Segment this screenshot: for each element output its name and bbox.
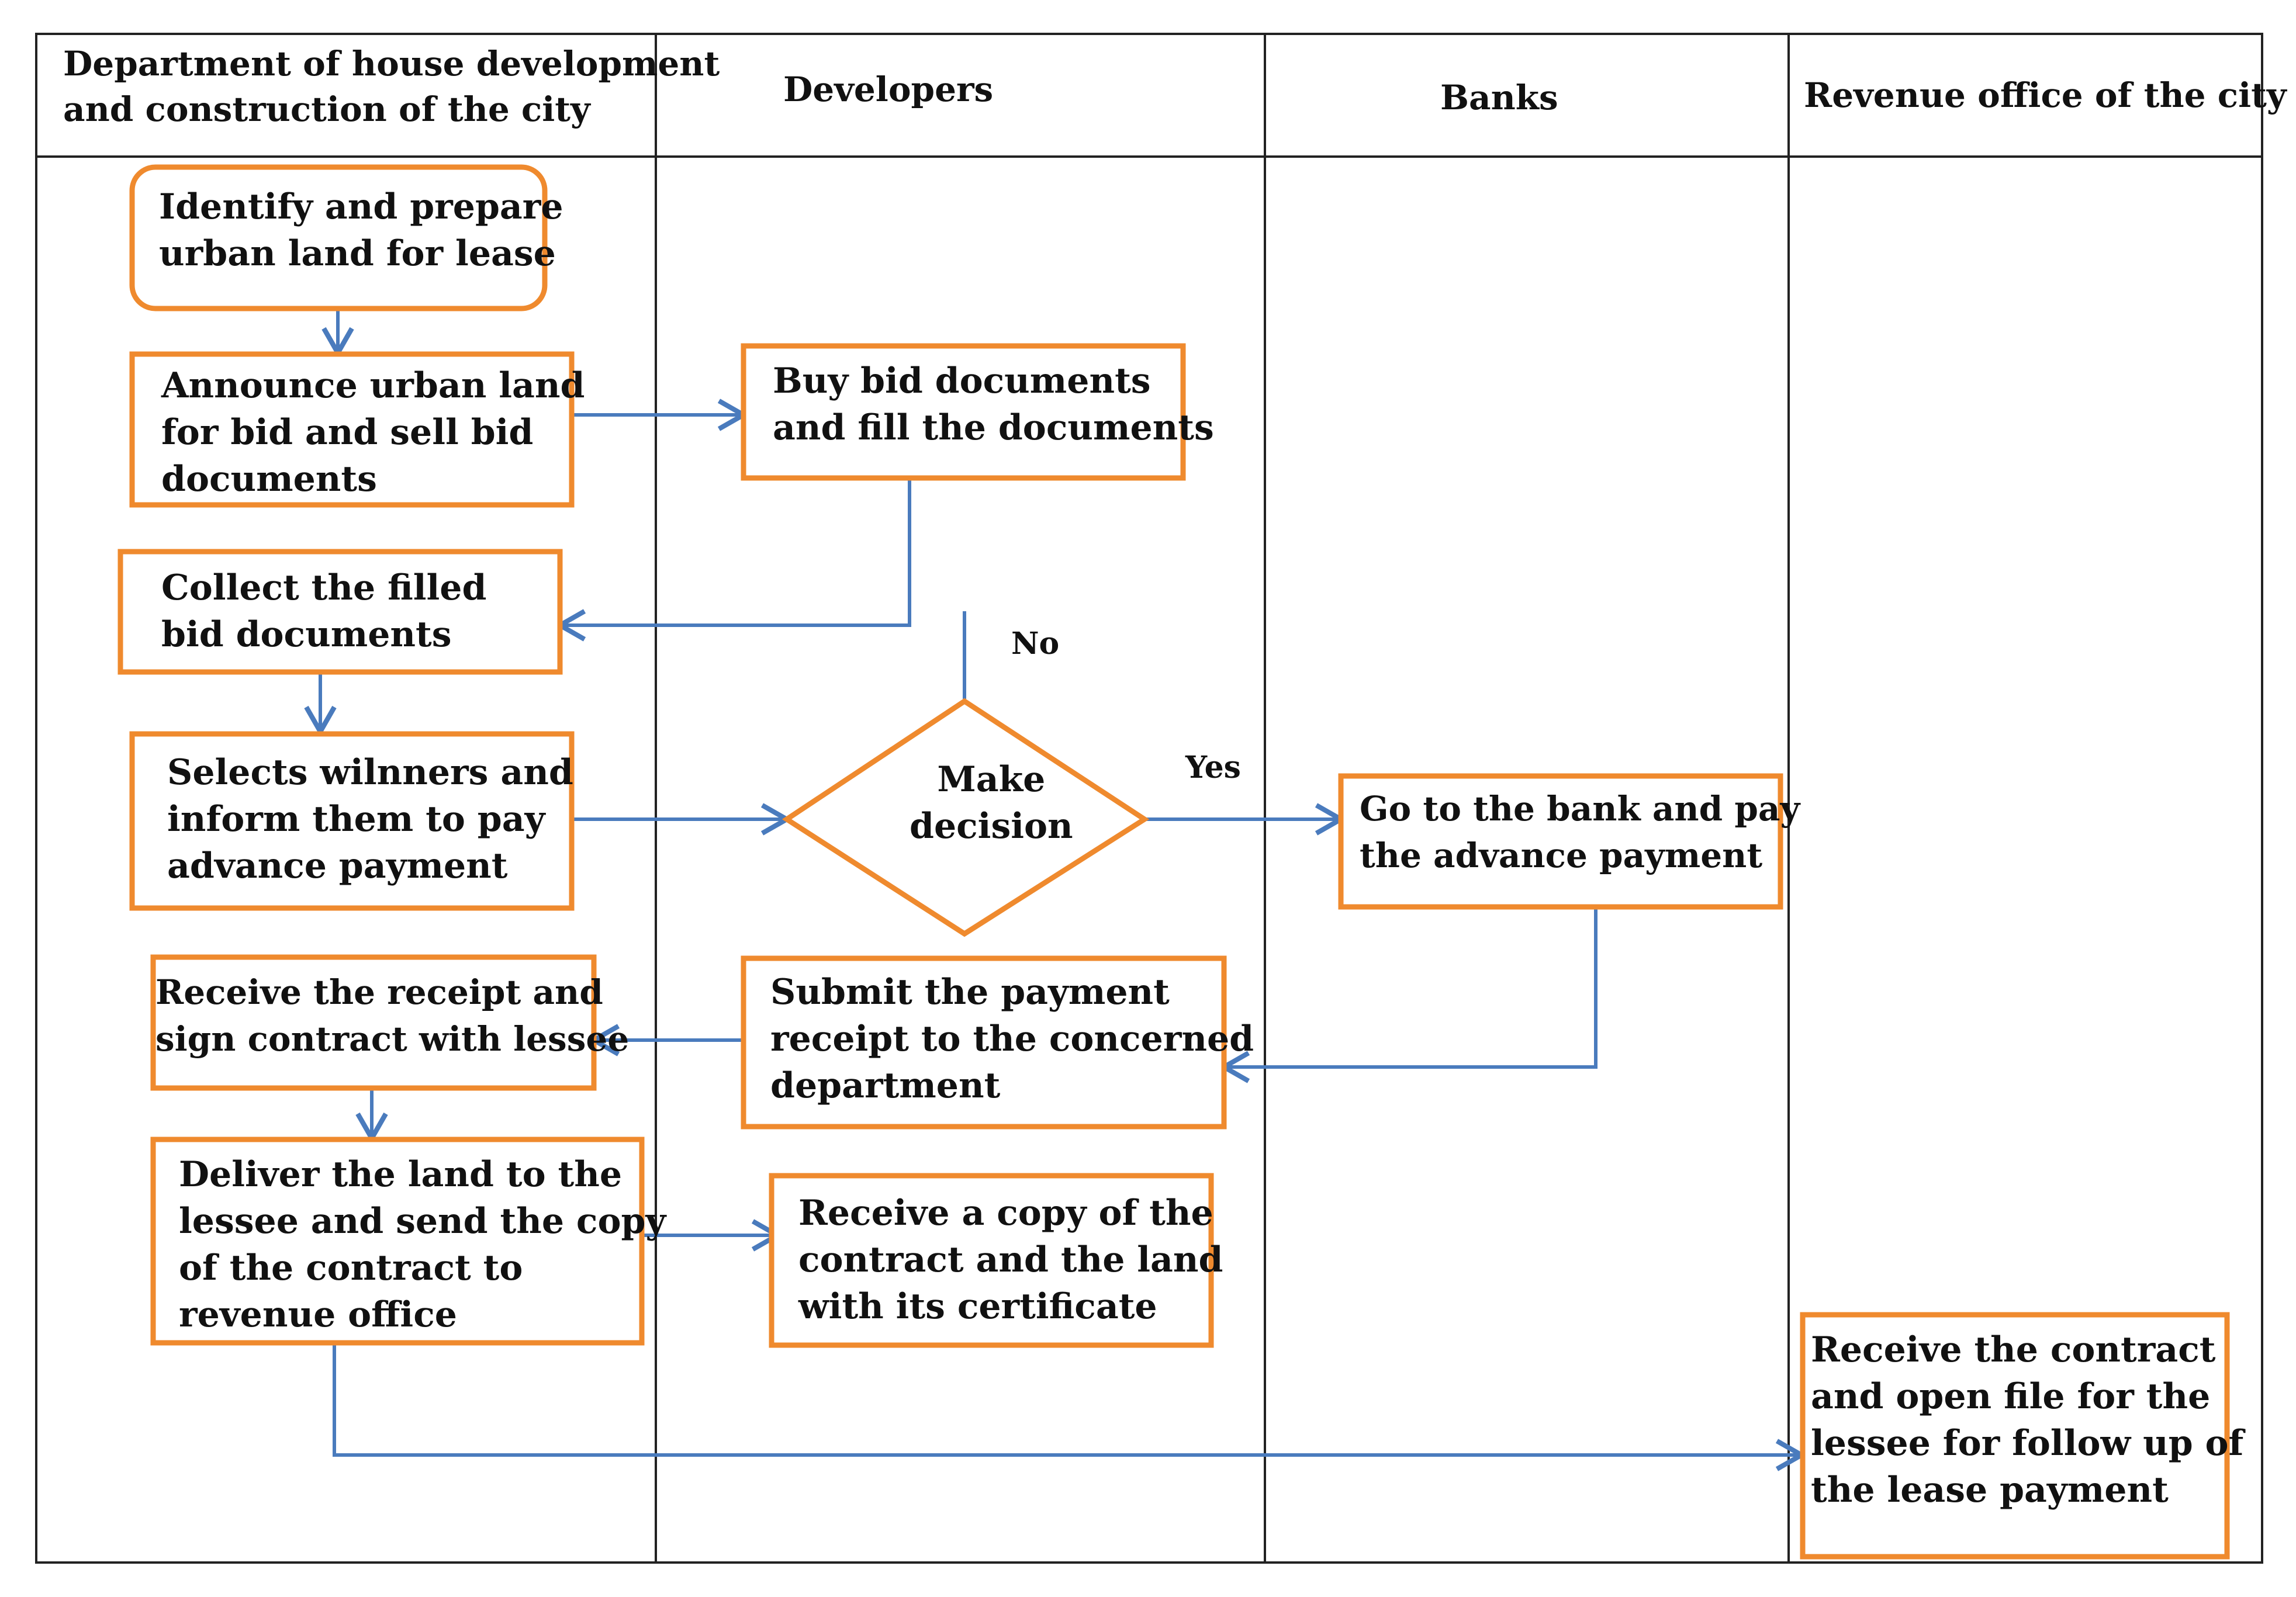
node-receive-copy-label: Receive a copy of the contract and the l… — [798, 1193, 1223, 1327]
box-collect — [117, 549, 563, 675]
box-deliver — [150, 1137, 645, 1346]
process-boxes — [117, 164, 2230, 1560]
box-decision — [782, 698, 1150, 937]
arrow-bank-to-submit — [1219, 907, 1597, 1083]
box-buy — [741, 343, 1186, 481]
box-bank — [1338, 773, 1783, 910]
node-submit-label: Submit the payment receipt to the concer… — [770, 972, 1254, 1106]
box-announce — [129, 351, 575, 508]
node-buy-label: Buy bid documents and fill the documents — [773, 361, 1214, 448]
box-identify — [129, 164, 548, 311]
node-bank-label: Go to the bank and pay the advance payme… — [1360, 789, 1800, 875]
lane-header-revenue-office: Revenue office of the city — [1804, 75, 2287, 115]
node-deliver-label: Deliver the land to the lessee and send … — [179, 1154, 666, 1335]
lane-header-department: Department of house development and cons… — [63, 44, 720, 129]
edge-label-yes: Yes — [1185, 750, 1241, 785]
box-selects — [129, 731, 575, 911]
box-revenue — [1800, 1312, 2230, 1560]
node-revenue-label: Receive the contract and open file for t… — [1811, 1329, 2244, 1511]
arrow-buy-to-collect — [555, 478, 911, 642]
box-submit — [741, 955, 1227, 1130]
edge-label-no: No — [1011, 626, 1060, 661]
box-receive-copy — [769, 1173, 1214, 1348]
node-receive-receipt-label: Receive the receipt and sign contract wi… — [155, 972, 630, 1059]
node-decision-label: Make decision — [910, 759, 1073, 847]
box-receive-receipt — [150, 954, 597, 1091]
connectors — [304, 309, 1807, 1471]
swimlane-grid — [35, 33, 2263, 1564]
node-announce-label: Announce urban land for bid and sell bid… — [161, 365, 585, 500]
node-identify-label: Identify and prepare urban land for leas… — [159, 186, 563, 274]
arrow-deliver-to-revenue — [333, 1343, 1807, 1471]
lane-header-developers: Developers — [783, 70, 994, 109]
lane-header-banks: Banks — [1440, 78, 1558, 117]
node-selects-label: Selects wilnners and inform them to pay … — [167, 752, 573, 886]
lane-frame — [35, 33, 2263, 1564]
node-collect-label: Collect the filled bid documents — [161, 567, 487, 655]
